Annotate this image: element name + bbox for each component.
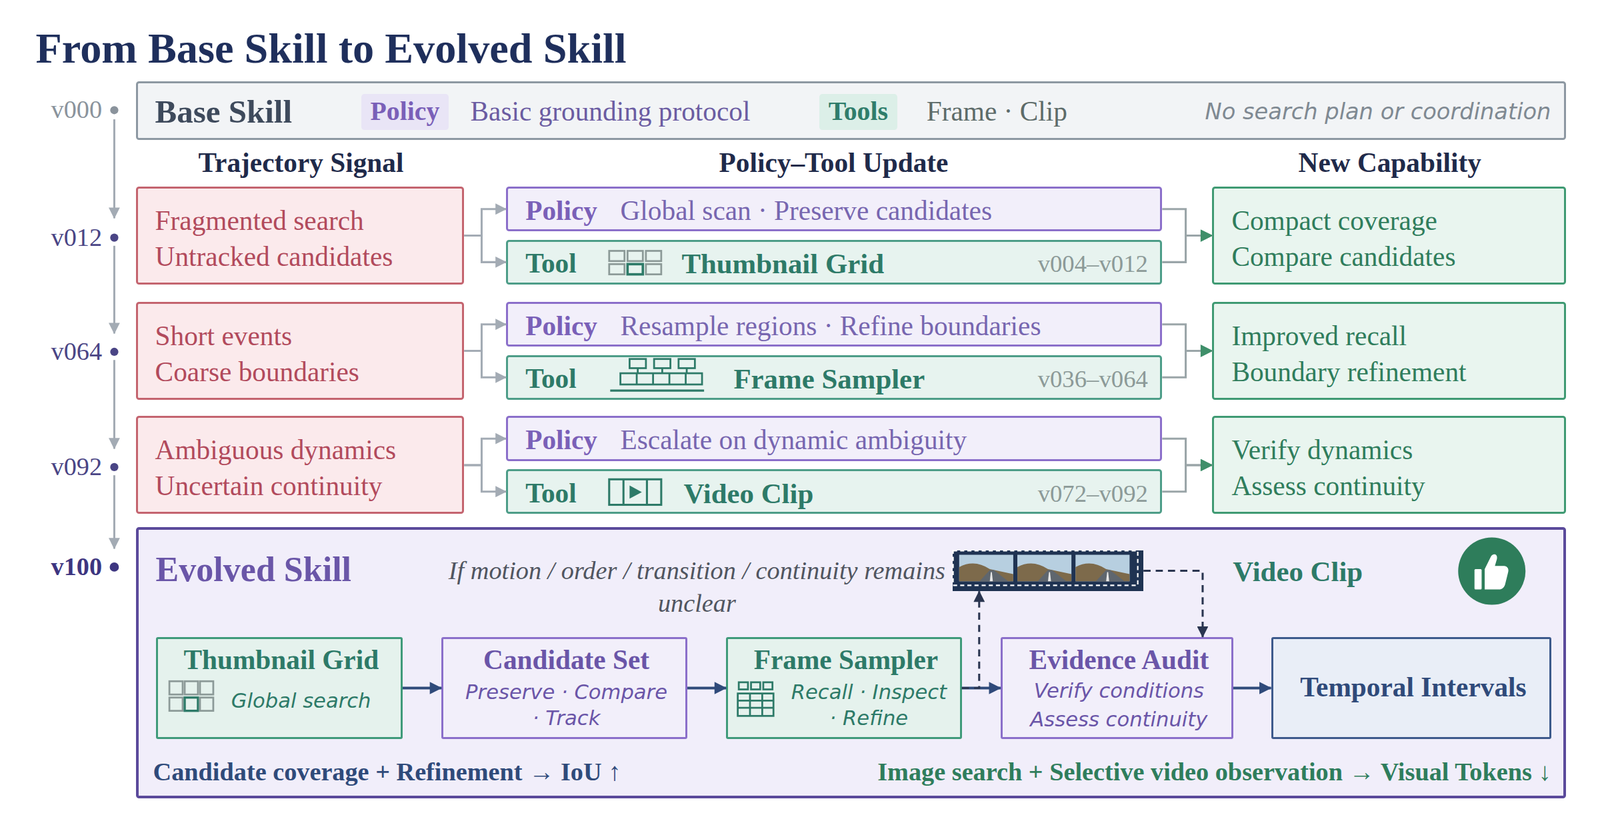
capability-text: Verify dynamics [1231,434,1413,468]
connector [1162,324,1212,352]
heading: Base Skill [155,92,292,132]
heading: Evidence Audit [1029,644,1210,678]
connector [464,465,506,492]
body-text: Resample regions · Refine boundaries [620,310,1042,344]
version-range: v004–v012 [1038,249,1148,279]
capability-box: Verify dynamicsAssess continuity [1212,416,1566,514]
connector [1162,351,1212,378]
timeline [113,119,116,218]
body-text: Global search [231,689,372,714]
tool-name: Video Clip [683,476,814,511]
output-box: Temporal Intervals [1271,637,1552,740]
heading: Thumbnail Grid [183,644,379,678]
tag: Tool [525,477,577,511]
title: From Base Skill to Evolved Skill [36,23,627,75]
signal-text: Untracked candidates [155,240,394,274]
tool-box: Tool Frame Sampler v036–v064 [506,355,1162,400]
heading: Temporal Intervals [1300,672,1526,706]
policy-box: Policy Global scan · Preserve candidates [506,186,1162,232]
signal-text: Ambiguous dynamics [155,434,396,468]
connector [1162,438,1212,466]
tag: Policy [525,194,598,228]
signal-text: Coarse boundaries [155,356,360,390]
connector [1162,236,1212,263]
tool-name: Frame Sampler [733,362,925,397]
timeline [110,233,118,242]
skill-band: Base Skill Policy Basic grounding protocol… [136,81,1567,140]
policy-box: Policy Resample regions · Refine boundari… [506,302,1162,347]
version-label: v012 [51,222,103,254]
connector [464,324,506,352]
capability-text: Compact coverage [1231,204,1438,238]
step-box: Candidate SetPreserve · Compare · Track [441,637,688,740]
column-header: New Capability [1298,146,1482,180]
version-label: v064 [51,336,103,368]
capability-text: Assess continuity [1231,470,1425,504]
connector [464,438,506,466]
capability-text: Improved recall [1231,320,1407,354]
summary-text: Candidate coverage + Refinement → IoU ↑ [153,757,622,788]
tool-box: Tool Thumbnail Grid v004–v012 [506,240,1162,285]
tag: Policy [525,310,598,344]
version-label: v100 [51,552,103,583]
body-text: Escalate on dynamic ambiguity [620,424,968,458]
tag: Policy [525,424,598,458]
body-text: Frame · Clip [926,95,1068,129]
timeline [110,562,120,572]
step-box: Thumbnail GridGlobal search [156,637,403,740]
body-text: Basic grounding protocol [470,95,751,129]
body-text: Preserve · Compare · Track [462,679,670,733]
capability-text: Boundary refinement [1231,356,1466,390]
version-label: v092 [51,452,103,483]
timeline [110,348,118,356]
filmstrip: Video Clip [952,550,1144,592]
body-text: Assess continuity [1030,708,1208,733]
connector [464,236,506,263]
signal-box: Short eventsCoarse boundaries [136,302,465,400]
tag-chip: Tools [819,94,898,130]
signal-box: Fragmented searchUntracked candidates [136,186,465,285]
tag: Tool [525,248,577,282]
tag: Tool [525,363,577,397]
tool-name: Thumbnail Grid [681,247,884,282]
condition-note: If motion / order / transition / continu… [446,554,947,621]
capability-text: Compare candidates [1231,240,1456,274]
heading: Video Clip [1232,554,1363,589]
step-box: Evidence AuditVerify conditionsAssess co… [1000,637,1234,740]
timeline [110,106,118,114]
summary-text: Image search + Selective video observati… [877,757,1551,788]
signal-text: Uncertain continuity [155,470,383,504]
version-range: v072–v092 [1038,479,1148,509]
column-header: Policy–Tool Update [719,146,949,180]
policy-box: Policy Escalate on dynamic ambiguity [506,416,1162,461]
signal-box: Ambiguous dynamicsUncertain continuity [136,416,465,514]
heading: Candidate Set [483,644,650,678]
column-header: Trajectory Signal [198,146,404,180]
connector [1162,209,1212,236]
note-text: No search plan or coordination [1205,98,1552,126]
timeline [113,360,116,449]
timeline [113,475,116,549]
capability-box: Compact coverageCompare candidates [1212,186,1566,285]
version-label: v000 [51,94,103,126]
tool-box: Tool Video Clip v072–v092 [506,469,1162,514]
heading: Frame Sampler [754,644,938,678]
body-text: Recall · Inspect · Refine [788,679,950,733]
timeline [110,463,118,472]
connector [1162,465,1212,492]
connector [464,209,506,236]
timeline [113,246,116,334]
signal-text: Short events [155,320,292,354]
heading: Evolved Skill [156,549,352,591]
body-text: Global scan · Preserve candidates [620,194,993,228]
connector [464,351,506,378]
capability-box: Improved recallBoundary refinement [1212,302,1566,400]
timeline [110,106,120,572]
signal-text: Fragmented search [155,204,364,238]
body-text: Verify conditions [1034,679,1204,704]
tag-chip: Policy [361,94,449,130]
step-box: Frame SamplerRecall · Inspect · Refine [726,637,962,740]
version-range: v036–v064 [1038,364,1148,394]
